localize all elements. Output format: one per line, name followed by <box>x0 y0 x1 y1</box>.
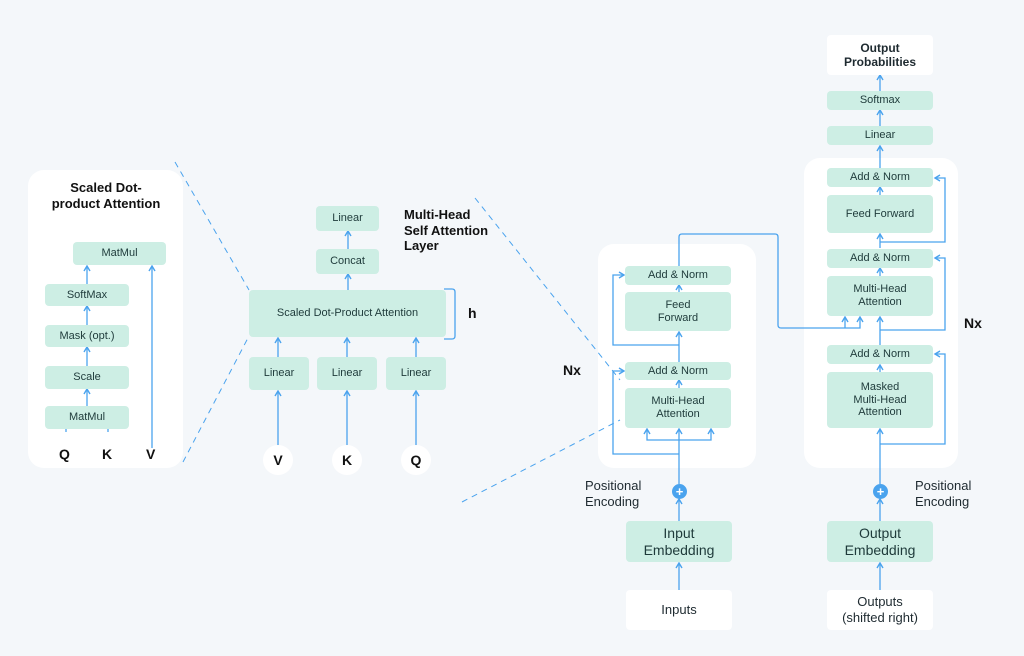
sdpa-box: Scaled Dot-Product Attention <box>249 290 446 337</box>
mh-v-input: V <box>263 445 293 475</box>
mh-linear-v-box: Linear <box>249 357 309 390</box>
mask-box: Mask (opt.) <box>45 325 129 347</box>
dec-linear: Linear <box>827 126 933 145</box>
mh-k-input: K <box>332 445 362 475</box>
enc-add-norm-top: Add & Norm <box>625 266 731 285</box>
h-label: h <box>468 305 477 321</box>
output-embedding-box: Output Embedding <box>827 521 933 562</box>
scaled-v-label: V <box>146 446 156 462</box>
softmax-box: SoftMax <box>45 284 129 306</box>
concat-box: Concat <box>316 249 379 274</box>
mh-linear-q-box: Linear <box>386 357 446 390</box>
mh-q-input: Q <box>401 445 431 475</box>
enc-plus-icon: + <box>672 484 687 499</box>
enc-mha: Multi-Head Attention <box>625 388 731 428</box>
mh-linear-top-box: Linear <box>316 206 379 231</box>
enc-add-norm-bottom: Add & Norm <box>625 362 731 380</box>
enc-feed-forward: Feed Forward <box>625 292 731 331</box>
dec-softmax: Softmax <box>827 91 933 110</box>
matmul-bottom-box: MatMul <box>45 406 129 429</box>
dec-add-norm-1: Add & Norm <box>827 168 933 187</box>
enc-positional-label: Positional Encoding <box>585 478 642 509</box>
scaled-q-label: Q <box>59 446 70 462</box>
matmul-top-box: MatMul <box>73 242 166 265</box>
inputs-box: Inputs <box>626 590 732 630</box>
dec-nx-label: Nx <box>964 315 982 331</box>
enc-nx-label: Nx <box>563 362 581 378</box>
input-embedding-box: Input Embedding <box>626 521 732 562</box>
dec-positional-label: Positional Encoding <box>915 478 972 509</box>
scale-box: Scale <box>45 366 129 389</box>
multi-head-title: Multi-Head Self Attention Layer <box>404 207 489 254</box>
mh-linear-k-box: Linear <box>317 357 377 390</box>
dec-add-norm-2: Add & Norm <box>827 249 933 268</box>
output-probs-box: Output Probabilities <box>827 35 933 75</box>
dec-masked-mha: Masked Multi-Head Attention <box>827 372 933 428</box>
outputs-box: Outputs (shifted right) <box>827 590 933 630</box>
dec-add-norm-3: Add & Norm <box>827 345 933 364</box>
scaled-dot-title: Scaled Dot- product Attention <box>51 180 161 211</box>
dec-mha: Multi-Head Attention <box>827 276 933 316</box>
dec-feed-forward: Feed Forward <box>827 195 933 233</box>
scaled-k-label: K <box>102 446 113 462</box>
dec-plus-icon: + <box>873 484 888 499</box>
